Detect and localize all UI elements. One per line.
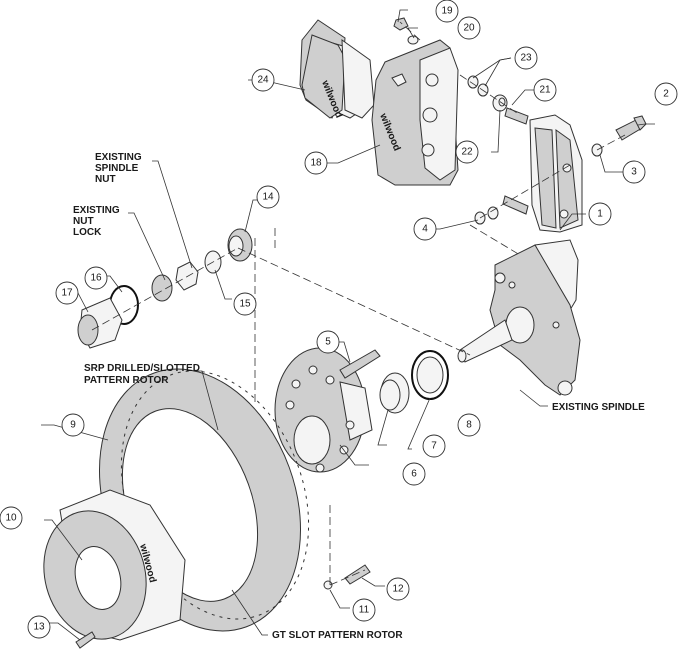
svg-text:14: 14 bbox=[262, 192, 274, 203]
callout-23: 23 bbox=[514, 46, 538, 70]
callout-19: 19 bbox=[435, 0, 459, 23]
callout-9: 9 bbox=[61, 413, 85, 437]
svg-text:12: 12 bbox=[392, 584, 404, 595]
callout-14: 14 bbox=[256, 185, 280, 209]
existing-spindle-part bbox=[457, 239, 581, 396]
callout-12: 12 bbox=[386, 577, 410, 601]
label-existing-nut-lock-3: LOCK bbox=[73, 227, 102, 238]
callout-18: 18 bbox=[304, 151, 328, 175]
grease-seal bbox=[411, 350, 449, 400]
callout-17: 17 bbox=[55, 281, 79, 305]
callout-bubbles: 1 2 3 4 5 6 7 8 9 10 11 12 13 14 15 16 1… bbox=[0, 0, 678, 639]
svg-text:19: 19 bbox=[441, 6, 453, 17]
svg-text:24: 24 bbox=[257, 75, 269, 86]
wheel-stud bbox=[339, 349, 381, 379]
label-srp-rotor-1: SRP DRILLED/SLOTTED bbox=[84, 363, 200, 374]
label-existing-spindle-nut-1: EXISTING bbox=[95, 152, 142, 163]
label-existing-spindle-nut-2: SPINDLE bbox=[95, 163, 139, 174]
bleeder-screw bbox=[393, 17, 409, 31]
leader-lines bbox=[41, 9, 655, 641]
svg-text:9: 9 bbox=[70, 420, 76, 431]
brake-pads: wilwood bbox=[299, 19, 375, 120]
svg-text:11: 11 bbox=[359, 605, 370, 616]
callout-22: 22 bbox=[455, 140, 479, 164]
hat-bolt bbox=[75, 631, 96, 649]
callout-21: 21 bbox=[533, 78, 557, 102]
callout-10: 10 bbox=[0, 506, 23, 530]
svg-text:6: 6 bbox=[411, 469, 417, 480]
svg-text:2: 2 bbox=[663, 89, 669, 100]
svg-text:21: 21 bbox=[539, 85, 551, 96]
inner-bearing bbox=[379, 372, 410, 414]
callout-8: 8 bbox=[457, 413, 481, 437]
svg-text:23: 23 bbox=[520, 53, 532, 64]
svg-text:1: 1 bbox=[597, 209, 603, 220]
shims bbox=[467, 75, 508, 112]
label-gt-rotor: GT SLOT PATTERN ROTOR bbox=[272, 630, 403, 641]
bracket-mount-bolt bbox=[344, 564, 371, 585]
svg-text:22: 22 bbox=[461, 147, 473, 158]
callout-3: 3 bbox=[622, 160, 646, 184]
svg-text:13: 13 bbox=[33, 622, 45, 633]
callout-1: 1 bbox=[588, 202, 612, 226]
svg-text:5: 5 bbox=[325, 337, 331, 348]
dust-cap bbox=[77, 297, 123, 349]
svg-text:10: 10 bbox=[5, 513, 17, 524]
svg-text:7: 7 bbox=[431, 441, 437, 452]
callout-24: 24 bbox=[251, 68, 275, 92]
callout-20: 20 bbox=[457, 16, 481, 40]
text-labels: EXISTING SPINDLE NUT EXISTING NUT LOCK S… bbox=[73, 152, 645, 641]
callout-5: 5 bbox=[316, 330, 340, 354]
callout-7: 7 bbox=[422, 434, 446, 458]
svg-text:8: 8 bbox=[466, 420, 472, 431]
label-existing-spindle: EXISTING SPINDLE bbox=[552, 402, 645, 413]
label-existing-spindle-nut-3: NUT bbox=[95, 174, 116, 185]
callout-15: 15 bbox=[233, 292, 257, 316]
callout-16: 16 bbox=[84, 266, 108, 290]
svg-text:20: 20 bbox=[463, 23, 475, 34]
svg-text:4: 4 bbox=[422, 224, 428, 235]
svg-text:16: 16 bbox=[90, 273, 102, 284]
label-srp-rotor-2: PATTERN ROTOR bbox=[84, 375, 169, 386]
callout-4: 4 bbox=[413, 217, 437, 241]
bracket-bolt bbox=[615, 115, 647, 141]
caliper-bracket bbox=[502, 107, 583, 233]
svg-text:17: 17 bbox=[61, 288, 73, 299]
caliper: wilwood bbox=[371, 39, 459, 186]
label-existing-nut-lock-2: NUT bbox=[73, 216, 94, 227]
label-existing-nut-lock-1: EXISTING bbox=[73, 205, 120, 216]
svg-text:18: 18 bbox=[310, 158, 322, 169]
callout-6: 6 bbox=[402, 462, 426, 486]
outer-bearing bbox=[227, 228, 253, 262]
callout-2: 2 bbox=[654, 82, 678, 106]
hub bbox=[274, 347, 373, 473]
nut-lock bbox=[151, 274, 173, 302]
svg-text:15: 15 bbox=[239, 299, 251, 310]
spindle-nut bbox=[175, 261, 199, 291]
svg-text:3: 3 bbox=[631, 167, 637, 178]
callout-13: 13 bbox=[27, 615, 51, 639]
callout-11: 11 bbox=[352, 598, 376, 622]
